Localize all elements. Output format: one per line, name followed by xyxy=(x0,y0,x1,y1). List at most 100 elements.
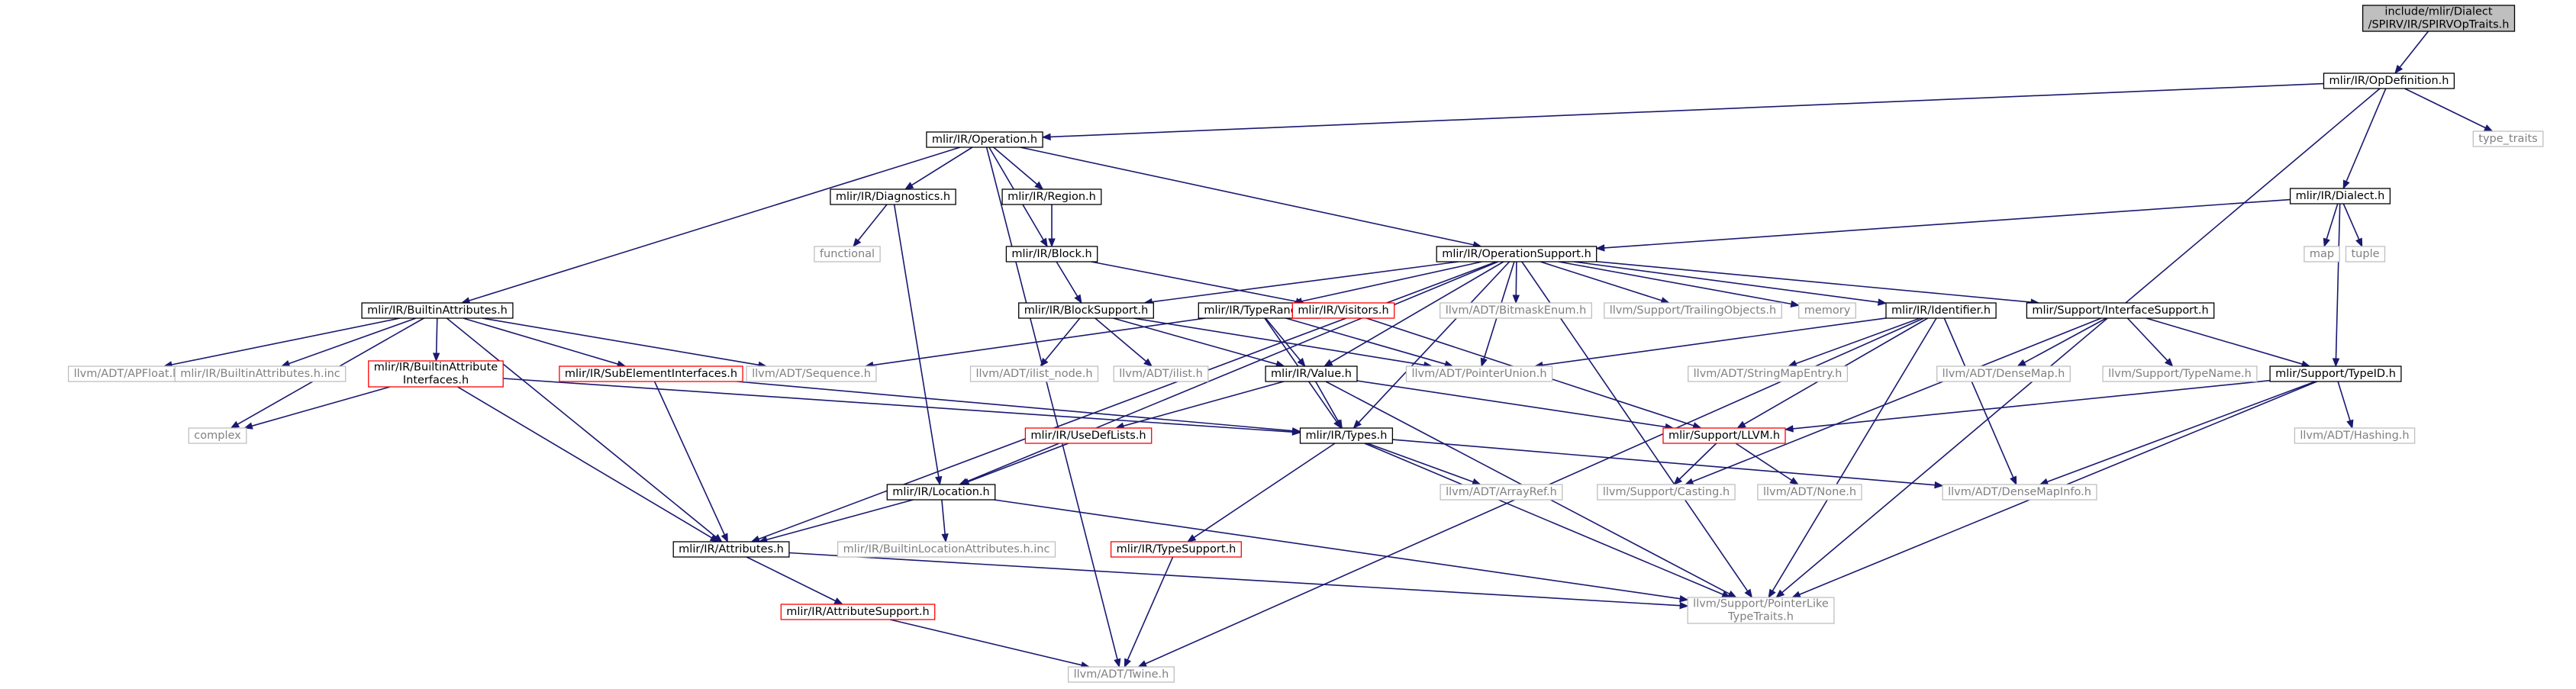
node-builtinattrs[interactable]: mlir/IR/BuiltinAttributes.h xyxy=(361,302,514,319)
node-operation[interactable]: mlir/IR/Operation.h xyxy=(926,131,1043,148)
arrowhead xyxy=(432,353,440,362)
node-visitors[interactable]: mlir/IR/Visitors.h xyxy=(1291,302,1395,319)
node-box xyxy=(2289,188,2391,204)
edge-line xyxy=(1151,261,1459,303)
edge-line xyxy=(968,443,1069,483)
node-builtinattrsinc[interactable]: mlir/IR/BuiltinAttributes.h.inc xyxy=(174,365,347,382)
node-typesupport[interactable]: mlir/IR/TypeSupport.h xyxy=(1110,541,1242,558)
node-trailingobjects[interactable]: llvm/Support/TrailingObjects.h xyxy=(1604,302,1782,319)
node-usedeflists[interactable]: mlir/IR/UseDefLists.h xyxy=(1024,427,1153,444)
node-subelement[interactable]: mlir/IR/SubElementInterfaces.h xyxy=(559,365,743,382)
node-densemap[interactable]: llvm/ADT/DenseMap.h xyxy=(1936,365,2071,382)
node-value[interactable]: mlir/IR/Value.h xyxy=(1265,365,1358,382)
node-label: TypeTraits.h xyxy=(1727,611,1794,623)
node-apfloat[interactable]: llvm/ADT/APFloat.h xyxy=(67,365,186,382)
node-box xyxy=(188,427,247,444)
arrowhead xyxy=(1480,357,1488,368)
node-hashing[interactable]: llvm/ADT/Hashing.h xyxy=(2294,427,2416,444)
node-blocksupport[interactable]: mlir/IR/BlockSupport.h xyxy=(1018,302,1154,319)
edge-line xyxy=(2342,203,2360,240)
node-block[interactable]: mlir/IR/Block.h xyxy=(1005,246,1098,262)
node-typeid[interactable]: mlir/Support/TypeID.h xyxy=(2269,365,2402,382)
edge-line xyxy=(1692,317,2102,483)
node-interfacesupport[interactable]: mlir/Support/InterfaceSupport.h xyxy=(2026,302,2215,319)
node-type-traits[interactable]: type_traits xyxy=(2472,130,2544,147)
node-spirv[interactable]: include/mlir/Dialect/SPIRV/IR/SPIRVOpTra… xyxy=(2362,5,2516,32)
node-attributes[interactable]: mlir/IR/Attributes.h xyxy=(672,541,790,558)
node-builtinlocinc[interactable]: mlir/IR/BuiltinLocationAttributes.h.inc xyxy=(837,541,1056,558)
arrowhead xyxy=(230,420,240,429)
node-densemapinfo[interactable]: llvm/ADT/DenseMapInfo.h xyxy=(1942,484,2097,501)
edge-line xyxy=(1515,261,1517,296)
edge-line xyxy=(1596,261,2032,303)
node-opsupport[interactable]: mlir/IR/OperationSupport.h xyxy=(1436,246,1598,262)
node-location[interactable]: mlir/IR/Location.h xyxy=(886,484,996,501)
arrowhead xyxy=(2346,419,2354,430)
arrowhead xyxy=(1034,181,1044,190)
edge-line xyxy=(1558,261,1792,305)
edge-block-to-blocksupport xyxy=(1056,261,1082,304)
node-sequence[interactable]: llvm/ADT/Sequence.h xyxy=(746,365,877,382)
arrowhead xyxy=(1595,244,1605,252)
node-arrayref[interactable]: llvm/ADT/ArrayRef.h xyxy=(1440,484,1563,501)
node-twine[interactable]: llvm/ADT/Twine.h xyxy=(1067,666,1175,683)
edge-line xyxy=(1392,439,1936,486)
node-memory[interactable]: memory xyxy=(1798,302,1856,319)
node-map[interactable]: map xyxy=(2304,246,2340,262)
edge-line xyxy=(1095,317,1147,362)
edge-attributes-to-attrsupport xyxy=(746,556,844,605)
node-label: mlir/IR/TypeRange.h xyxy=(1204,304,1314,317)
edge-subelement-to-types xyxy=(737,381,1301,435)
arrowhead xyxy=(243,422,253,430)
edge-identifier-to-stringmapentry xyxy=(1788,317,1920,367)
node-typename[interactable]: llvm/Support/TypeName.h xyxy=(2102,365,2258,382)
edge-line xyxy=(457,386,713,539)
node-box xyxy=(559,365,743,382)
node-label: mlir/IR/BuiltinAttributes.h.inc xyxy=(180,368,340,380)
edge-line xyxy=(737,381,1293,432)
node-region[interactable]: mlir/IR/Region.h xyxy=(1001,188,1102,205)
node-ilist[interactable]: llvm/ADT/ilist.h xyxy=(1113,365,1209,382)
node-label: mlir/IR/Attributes.h xyxy=(679,543,784,555)
node-opdef[interactable]: mlir/IR/OpDefinition.h xyxy=(2323,72,2455,89)
node-box xyxy=(1110,541,1242,558)
node-ilistnode[interactable]: llvm/ADT/ilist_node.h xyxy=(969,365,1099,382)
edge-line xyxy=(966,261,1499,482)
node-bitmaskenum[interactable]: llvm/ADT/BitmaskEnum.h xyxy=(1440,302,1592,319)
node-tuple[interactable]: tuple xyxy=(2345,246,2386,262)
arrowhead xyxy=(2164,358,2174,367)
arrowhead xyxy=(280,360,291,367)
edge-operation-to-region xyxy=(993,146,1044,190)
node-label: llvm/ADT/PointerUnion.h xyxy=(1411,368,1546,380)
edge-line xyxy=(1301,261,1482,302)
node-llvmh[interactable]: mlir/Support/LLVM.h xyxy=(1662,427,1786,444)
edge-line xyxy=(1044,317,1081,361)
arrowhead xyxy=(1679,601,1689,610)
edge-operation-to-builtinattrs xyxy=(460,146,961,304)
node-identifier[interactable]: mlir/IR/Identifier.h xyxy=(1885,302,1997,319)
node-complex[interactable]: complex xyxy=(188,427,247,444)
node-functional[interactable]: functional xyxy=(814,246,881,262)
edge-line xyxy=(2335,203,2341,359)
node-label: mlir/IR/Dialect.h xyxy=(2296,190,2385,202)
node-casting[interactable]: llvm/Support/Casting.h xyxy=(1597,484,1736,501)
node-label: tuple xyxy=(2351,248,2379,260)
arrowhead xyxy=(1186,534,1197,543)
edge-line xyxy=(463,317,618,365)
arrowhead xyxy=(934,475,943,486)
node-dialect[interactable]: mlir/IR/Dialect.h xyxy=(2289,188,2391,204)
node-pointerunion[interactable]: llvm/ADT/PointerUnion.h xyxy=(1405,365,1553,382)
edge-types-to-typesupport xyxy=(1186,443,1336,543)
node-diagnostics[interactable]: mlir/IR/Diagnostics.h xyxy=(830,188,956,205)
arrowhead xyxy=(2010,475,2017,486)
node-attrsupport[interactable]: mlir/IR/AttributeSupport.h xyxy=(780,604,936,620)
node-box xyxy=(1757,484,1862,501)
edge-line xyxy=(1604,198,2291,249)
node-types[interactable]: mlir/IR/Types.h xyxy=(1299,427,1394,444)
node-none[interactable]: llvm/ADT/None.h xyxy=(1757,484,1862,501)
node-box xyxy=(2304,246,2340,262)
node-stringmapentry[interactable]: llvm/ADT/StringMapEntry.h xyxy=(1688,365,1849,382)
node-label: llvm/ADT/StringMapEntry.h xyxy=(1694,368,1843,380)
